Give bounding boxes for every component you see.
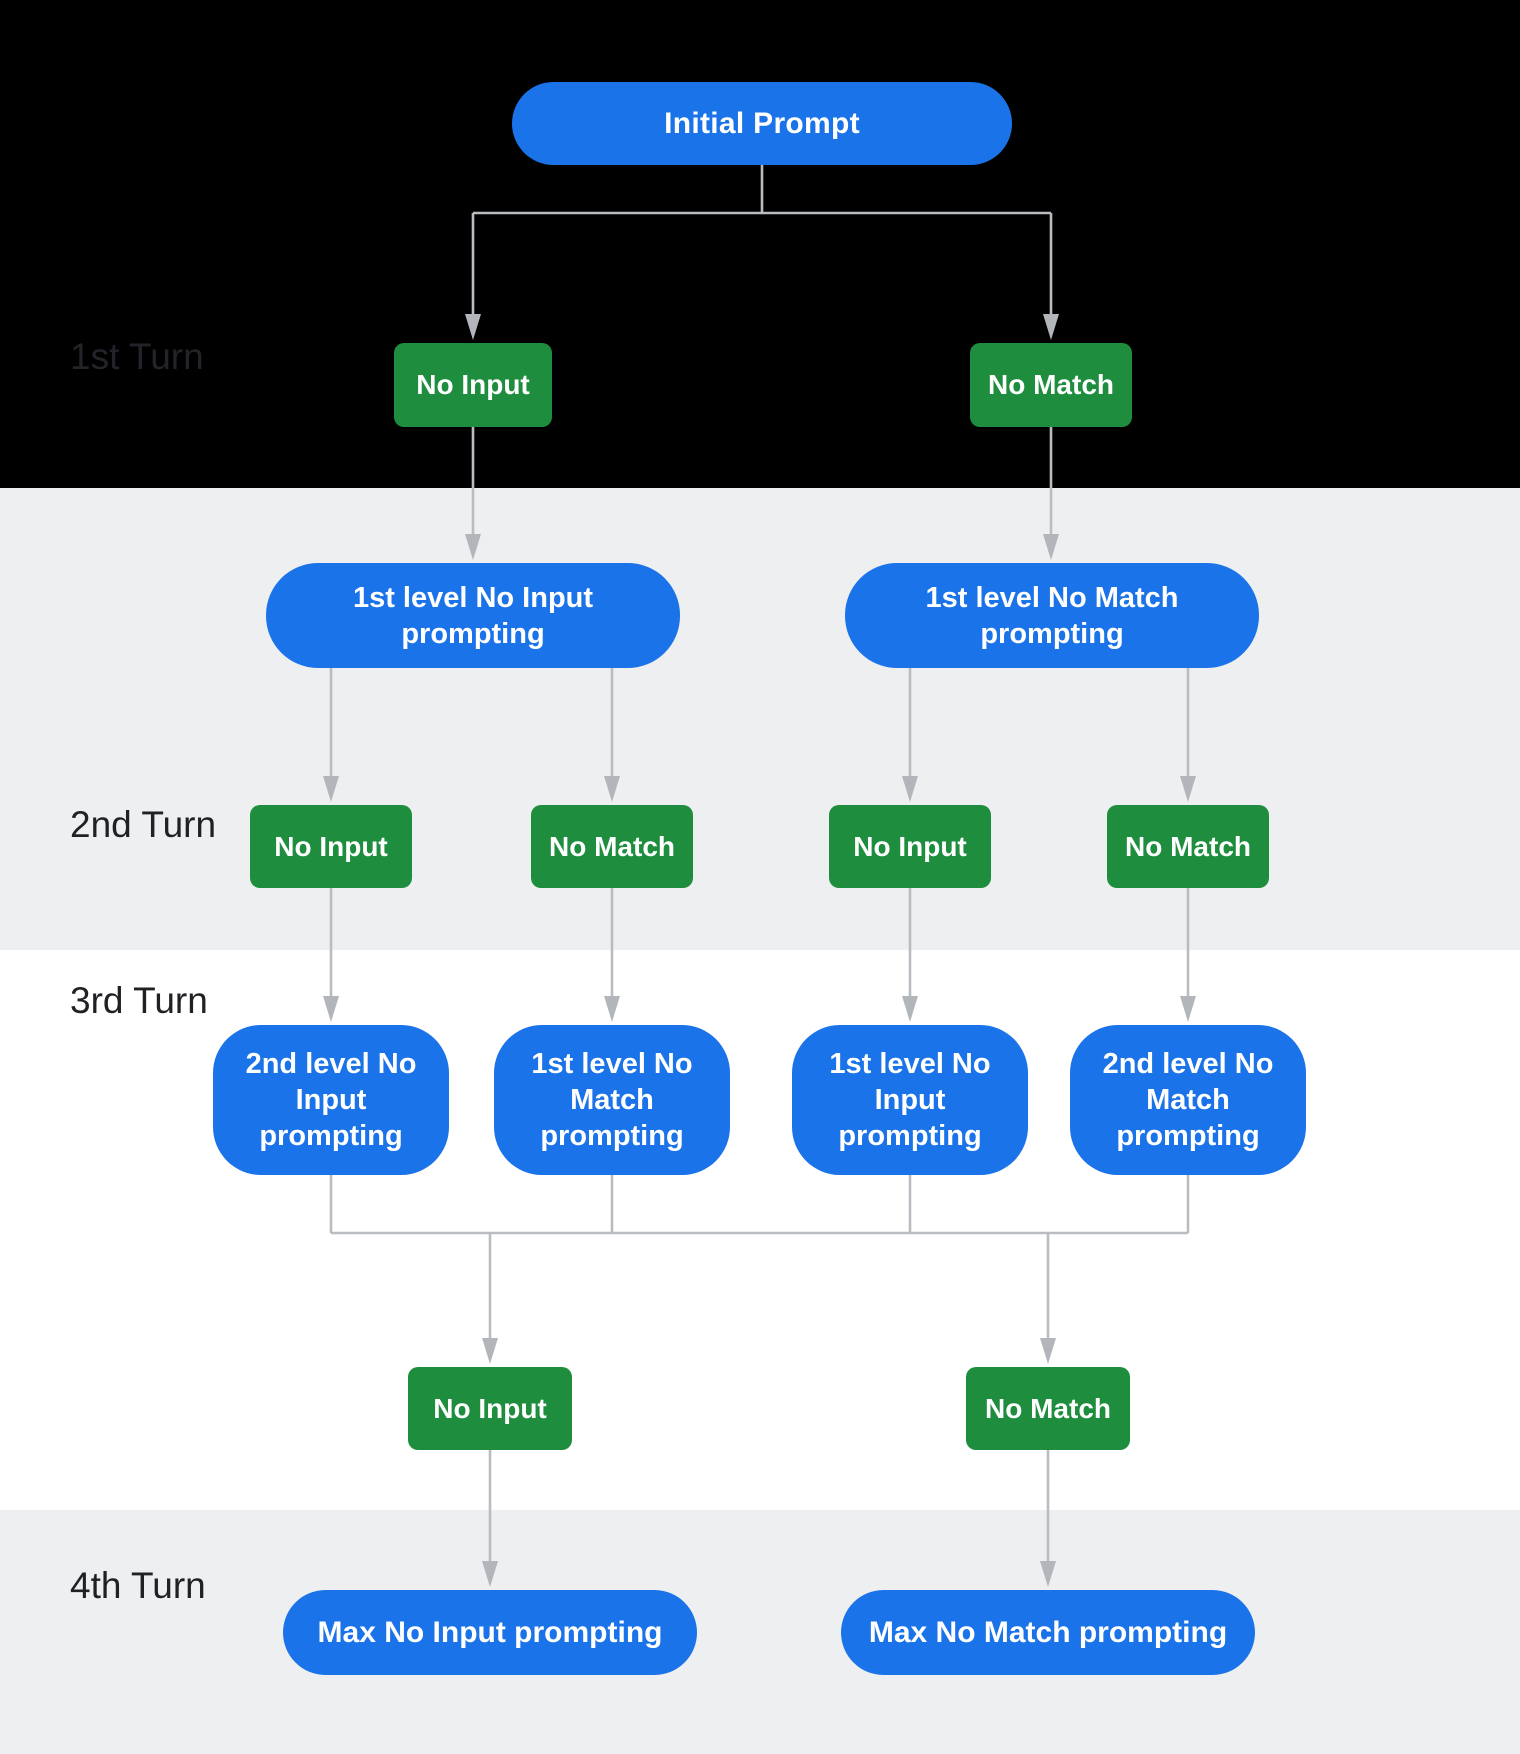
node-turn2-no-input-a: No Input bbox=[250, 805, 412, 888]
node-label: No Input bbox=[433, 1392, 547, 1424]
node-label-line: prompting bbox=[540, 1120, 684, 1152]
node-turn2-no-input-b: No Input bbox=[829, 805, 991, 888]
node-2nd-level-no-input-prompting: 2nd level No Input prompting bbox=[213, 1025, 449, 1175]
node-label-line: prompting bbox=[259, 1120, 403, 1152]
node-turn1-no-input-label: No Input bbox=[416, 369, 530, 400]
node-label: No Match bbox=[1125, 830, 1251, 862]
node-label-line: Input bbox=[874, 1084, 946, 1116]
node-label: Max No Match prompting bbox=[868, 1615, 1228, 1649]
node-label-line: prompting bbox=[980, 617, 1124, 650]
node-label-line: 1st level No bbox=[829, 1048, 991, 1080]
node-max-no-match-prompting: Max No Match prompting bbox=[841, 1590, 1255, 1675]
node-label-line: prompting bbox=[838, 1120, 982, 1152]
node-initial-prompt: Initial Prompt bbox=[512, 82, 1012, 165]
node-label-line: Match bbox=[1146, 1084, 1230, 1116]
node-label-line: Match bbox=[570, 1084, 654, 1116]
node-2nd-level-no-match-prompting: 2nd level No Match prompting bbox=[1070, 1025, 1306, 1175]
node-1st-level-no-input-prompting-2: 1st level No Input prompting bbox=[792, 1025, 1028, 1175]
turn-label-3: 3rd Turn bbox=[70, 980, 208, 1021]
node-turn3-no-match: No Match bbox=[966, 1367, 1130, 1450]
band-turn-3 bbox=[0, 950, 1520, 1510]
turn-label-2: 2nd Turn bbox=[70, 804, 217, 845]
node-label: No Input bbox=[853, 830, 967, 862]
node-label: No Input bbox=[274, 830, 388, 862]
turn-label-4: 4th Turn bbox=[70, 1565, 206, 1606]
node-label-line: 1st level No Input bbox=[352, 581, 594, 614]
node-label-line: prompting bbox=[401, 617, 545, 650]
band-turn-2 bbox=[0, 488, 1520, 950]
node-label-line: prompting bbox=[1116, 1120, 1260, 1152]
node-max-no-input-prompting: Max No Input prompting bbox=[283, 1590, 697, 1675]
node-label-line: 2nd level No bbox=[1102, 1048, 1274, 1080]
node-1st-level-no-input-prompting: 1st level No Input prompting bbox=[266, 563, 680, 668]
node-label-line: Input bbox=[295, 1084, 367, 1116]
node-turn1-no-match-label: No Match bbox=[988, 369, 1114, 400]
band-turn-4 bbox=[0, 1510, 1520, 1754]
node-1st-level-no-match-prompting-2: 1st level No Match prompting bbox=[494, 1025, 730, 1175]
node-turn1-no-input: No Input bbox=[394, 343, 552, 427]
node-label-line: 1st level No bbox=[531, 1048, 693, 1080]
node-label-line: 1st level No Match bbox=[925, 581, 1179, 614]
node-label: No Match bbox=[985, 1392, 1111, 1424]
node-label: Max No Input prompting bbox=[317, 1615, 663, 1649]
node-label: No Match bbox=[549, 830, 675, 862]
node-turn2-no-match-a: No Match bbox=[531, 805, 693, 888]
node-turn3-no-input: No Input bbox=[408, 1367, 572, 1450]
band-turn-1 bbox=[0, 0, 1520, 488]
node-turn1-no-match: No Match bbox=[970, 343, 1132, 427]
turn-label-1: 1st Turn bbox=[70, 336, 204, 377]
node-turn2-no-match-b: No Match bbox=[1107, 805, 1269, 888]
node-1st-level-no-match-prompting: 1st level No Match prompting bbox=[845, 563, 1259, 668]
node-initial-prompt-label: Initial Prompt bbox=[664, 106, 860, 140]
node-label-line: 2nd level No bbox=[245, 1048, 417, 1080]
